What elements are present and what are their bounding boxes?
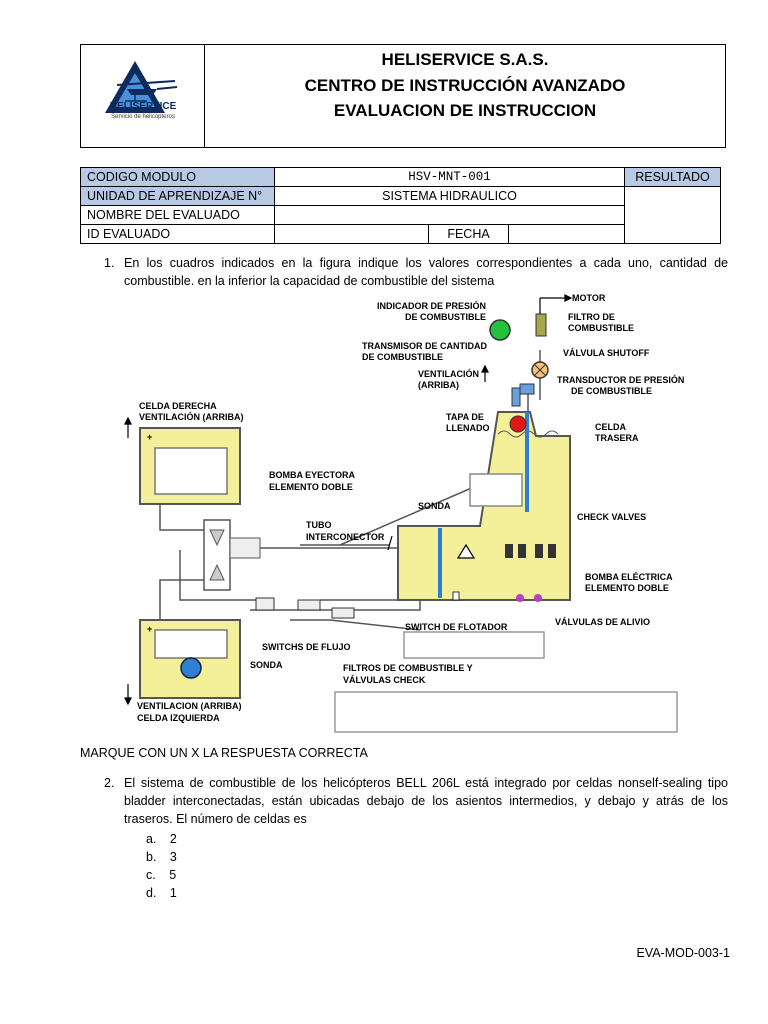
document-header: HELISERVICE Servicio de helicópteros HEL…	[80, 44, 726, 148]
svg-text:COMBUSTIBLE: COMBUSTIBLE	[568, 323, 634, 333]
fecha-label: FECHA	[428, 224, 509, 244]
diagram-labels: MOTOR INDICADOR DE PRESIÓN DE COMBUSTIBL…	[137, 293, 684, 723]
option-b[interactable]: b. 3	[146, 848, 177, 866]
logo-cell: HELISERVICE Servicio de helicópteros	[81, 45, 205, 147]
resultado-field[interactable]	[624, 186, 721, 244]
svg-text:TRASERA: TRASERA	[595, 433, 639, 443]
center-title: CENTRO DE INSTRUCCIÓN AVANZADO	[304, 76, 626, 95]
id-label: ID EVALUADO	[80, 224, 275, 244]
id-field[interactable]	[274, 224, 429, 244]
svg-text:SONDA: SONDA	[250, 660, 283, 670]
unidad-label: UNIDAD DE APRENDIZAJE N°	[80, 186, 275, 206]
svg-text:VÁLVULAS DE ALIVIO: VÁLVULAS DE ALIVIO	[555, 617, 650, 627]
svg-text:VENTILACIÓN: VENTILACIÓN	[418, 368, 479, 379]
float-switch-answer-box[interactable]	[403, 631, 545, 659]
svg-text:INTERCONECTOR: INTERCONECTOR	[306, 532, 385, 542]
svg-text:DE COMBUSTIBLE: DE COMBUSTIBLE	[571, 386, 652, 396]
svg-text:INDICADOR DE PRESIÓN: INDICADOR DE PRESIÓN	[377, 300, 486, 311]
svg-text:+: +	[147, 624, 152, 634]
option-a[interactable]: a. 2	[146, 830, 177, 848]
svg-text:CELDA IZQUIERDA: CELDA IZQUIERDA	[137, 713, 220, 723]
module-table: CODIGO MODULO HSV-MNT-001 RESULTADO UNID…	[80, 167, 721, 244]
pressure-gauge-icon	[489, 319, 511, 341]
option-c[interactable]: c. 5	[146, 866, 176, 884]
codigo-label: CODIGO MODULO	[80, 167, 275, 187]
question1-number: 1.	[104, 256, 115, 270]
option-letter: c.	[146, 868, 156, 882]
svg-text:FILTROS DE COMBUSTIBLE Y: FILTROS DE COMBUSTIBLE Y	[343, 663, 473, 673]
svg-text:SONDA: SONDA	[418, 501, 451, 511]
question2-number: 2.	[104, 776, 115, 790]
company-title: HELISERVICE S.A.S.	[381, 50, 549, 69]
svg-text:DE COMBUSTIBLE: DE COMBUSTIBLE	[405, 312, 486, 322]
svg-text:SWITCH DE FLOTADOR: SWITCH DE FLOTADOR	[405, 622, 508, 632]
warning-icon	[456, 543, 476, 559]
option-value: 3	[169, 850, 177, 864]
option-value: 2	[169, 832, 177, 846]
svg-text:VÁLVULA SHUTOFF: VÁLVULA SHUTOFF	[563, 348, 650, 358]
fecha-field[interactable]	[508, 224, 625, 244]
left-probe-icon	[180, 657, 202, 679]
svg-text:VÁLVULAS CHECK: VÁLVULAS CHECK	[343, 675, 426, 685]
svg-text:CELDA DERECHA: CELDA DERECHA	[139, 401, 217, 411]
unidad-value: SISTEMA HIDRAULICO	[274, 186, 625, 206]
svg-text:TAPA DE: TAPA DE	[446, 412, 484, 422]
option-d[interactable]: d. 1	[146, 884, 177, 902]
filler-cap-icon	[509, 415, 527, 433]
svg-text:TUBO: TUBO	[306, 520, 332, 530]
aft-cell-answer-box[interactable]	[469, 473, 523, 507]
instruction-text: MARQUE CON UN X LA RESPUESTA CORRECTA	[80, 746, 368, 760]
fuel-system-diagram: + + MOTOR INDICADOR DE PRESIÓN	[124, 293, 684, 733]
label-motor: MOTOR	[572, 293, 606, 303]
option-letter: b.	[146, 850, 157, 864]
left-cell-answer-box[interactable]	[154, 629, 228, 659]
footer-code: EVA-MOD-003-1	[636, 946, 730, 960]
nombre-label: NOMBRE DEL EVALUADO	[80, 205, 275, 225]
svg-text:VENTILACION (ARRIBA): VENTILACION (ARRIBA)	[137, 701, 242, 711]
svg-text:BOMBA EYECTORA: BOMBA EYECTORA	[269, 470, 356, 480]
codigo-value: HSV-MNT-001	[274, 167, 625, 187]
option-value: 1	[169, 886, 177, 900]
question2-text: El sistema de combustible de los helicóp…	[124, 776, 728, 826]
svg-text:(ARRIBA): (ARRIBA)	[418, 380, 459, 390]
right-cell-answer-box[interactable]	[154, 447, 228, 495]
svg-text:ELEMENTO DOBLE: ELEMENTO DOBLE	[585, 583, 669, 593]
svg-text:BOMBA ELÉCTRICA: BOMBA ELÉCTRICA	[585, 572, 673, 582]
fuel-filter-icon	[535, 313, 547, 337]
question1-text: En los cuadros indicados en la figura in…	[124, 256, 728, 288]
logo-name: HELISERVICE	[109, 101, 177, 112]
svg-text:+: +	[147, 432, 152, 442]
svg-text:TRANSDUCTOR DE PRESIÓN: TRANSDUCTOR DE PRESIÓN	[557, 374, 684, 385]
svg-text:DE COMBUSTIBLE: DE COMBUSTIBLE	[362, 352, 443, 362]
svg-text:LLENADO: LLENADO	[446, 423, 490, 433]
svg-text:CELDA: CELDA	[595, 422, 626, 432]
capacity-answer-box[interactable]	[334, 691, 678, 733]
svg-text:SWITCHS DE FLUJO: SWITCHS DE FLUJO	[262, 642, 351, 652]
svg-text:FILTRO DE: FILTRO DE	[568, 312, 615, 322]
svg-text:VENTILACIÓN (ARRIBA): VENTILACIÓN (ARRIBA)	[139, 411, 244, 422]
logo-tagline: Servicio de helicópteros	[111, 114, 175, 120]
nombre-field[interactable]	[274, 205, 625, 225]
svg-text:TRANSMISOR DE CANTIDAD: TRANSMISOR DE CANTIDAD	[362, 341, 487, 351]
svg-text:CHECK VALVES: CHECK VALVES	[577, 512, 646, 522]
resultado-label: RESULTADO	[624, 167, 721, 187]
evaluation-title: EVALUACION DE INSTRUCCION	[333, 101, 597, 120]
svg-text:ELEMENTO DOBLE: ELEMENTO DOBLE	[269, 482, 353, 492]
option-letter: a.	[146, 832, 157, 846]
aft-probe-icon	[438, 528, 442, 598]
option-value: 5	[169, 868, 177, 882]
heliservice-logo	[105, 61, 178, 113]
option-letter: d.	[146, 886, 157, 900]
